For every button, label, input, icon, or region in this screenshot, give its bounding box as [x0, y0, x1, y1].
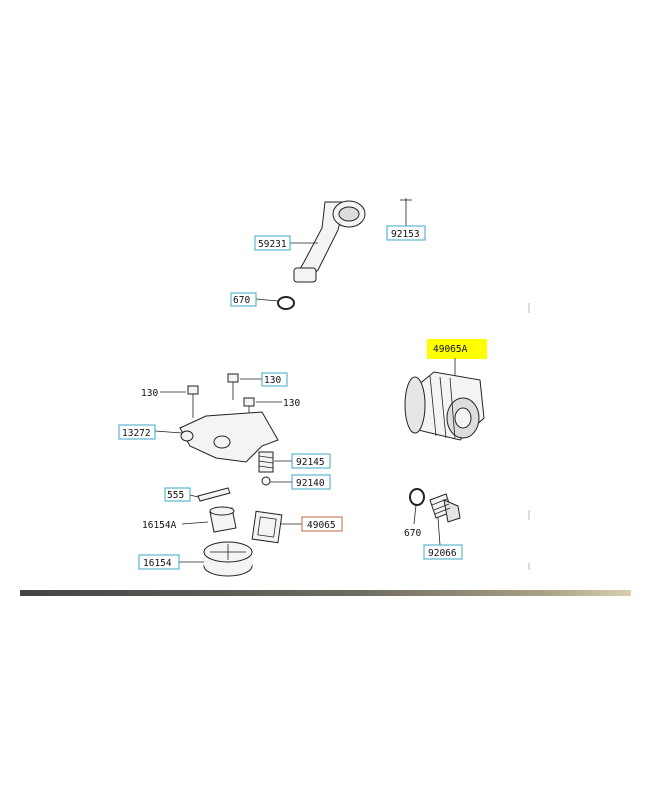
- label-box-13272: [118, 424, 156, 440]
- ball-part: [261, 476, 271, 486]
- inner-rotor-part: [209, 506, 237, 533]
- label-92153: 92153: [391, 229, 420, 240]
- drain-plug-part: [429, 493, 461, 523]
- oil-pipe-part: [293, 200, 366, 283]
- label-box-555: [164, 487, 191, 502]
- o-ring-top-part: [277, 296, 295, 310]
- label-130-b: 130: [264, 375, 281, 386]
- spring-part: [258, 451, 274, 473]
- gasket-part: [251, 510, 283, 544]
- label-130-a: 130: [141, 388, 158, 399]
- label-49065A: 49065A: [433, 344, 468, 355]
- label-92140: 92140: [296, 478, 325, 489]
- label-92145: 92145: [296, 457, 325, 468]
- label-16154: 16154: [143, 558, 172, 569]
- label-130-c: 130: [283, 398, 300, 409]
- pump-cover-part: [179, 411, 279, 463]
- o-ring-bottom-part: [409, 488, 425, 506]
- label-16154A: 16154A: [142, 520, 177, 531]
- label-box-92066: [423, 544, 463, 560]
- outer-rotor-part: [203, 541, 253, 577]
- highlight-49065A: [427, 339, 487, 359]
- label-box-130-b: [261, 372, 288, 387]
- divider-bar: [20, 590, 631, 596]
- label-59231: 59231: [258, 239, 287, 250]
- oil-filter-part: [404, 371, 485, 441]
- label-92066: 92066: [428, 548, 457, 559]
- label-box-59231: [254, 235, 291, 251]
- label-box-16154: [138, 554, 180, 570]
- label-box-49065: [301, 516, 343, 532]
- pin-part: [197, 487, 231, 502]
- label-555: 555: [167, 490, 184, 501]
- label-box-92153: [386, 225, 426, 241]
- label-13272: 13272: [122, 428, 151, 439]
- label-box-670-top: [230, 292, 257, 307]
- label-670-bottom: 670: [404, 528, 421, 539]
- label-49065: 49065: [307, 520, 336, 531]
- bolt-130-a-part: [187, 385, 199, 418]
- label-box-92145: [291, 453, 331, 469]
- label-box-92140: [291, 474, 331, 490]
- bolt-130-b-part: [227, 373, 239, 400]
- label-670-top: 670: [233, 295, 250, 306]
